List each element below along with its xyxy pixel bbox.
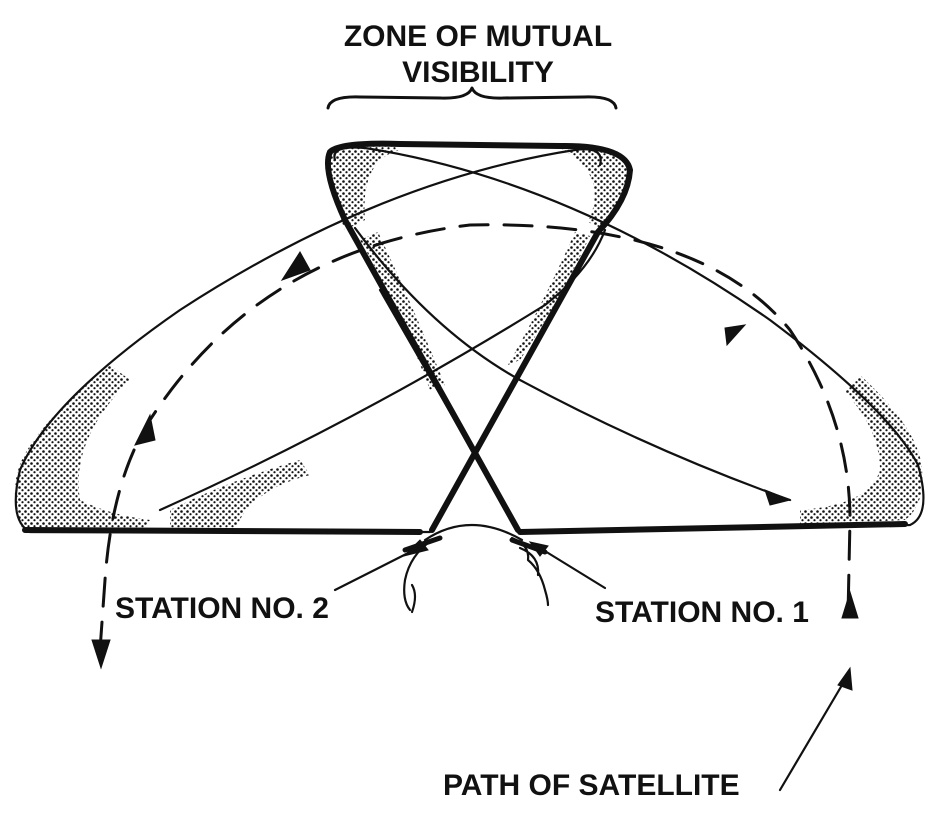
path-leader bbox=[778, 678, 847, 792]
arrow-path-right bbox=[724, 324, 747, 347]
right-visibility-lobe bbox=[333, 146, 925, 534]
left-lobe-bottom-heavy bbox=[22, 527, 423, 535]
arrow-right-lobe bbox=[764, 489, 792, 506]
left-lobe-lower-edge bbox=[158, 228, 607, 512]
station2-leader-arrowhead bbox=[402, 539, 429, 557]
earth-surface bbox=[423, 524, 524, 542]
arrow-path-exit bbox=[91, 639, 111, 670]
arrow-path-upper-left bbox=[280, 251, 311, 281]
right-lobe-bottom-heavy bbox=[517, 521, 908, 535]
zone-label-line1: ZONE OF MUTUAL bbox=[344, 20, 612, 53]
path-leader-arrowhead bbox=[837, 666, 853, 691]
left-visibility-lobe bbox=[14, 148, 602, 534]
station1-sightline bbox=[378, 288, 520, 532]
station1-label: STATION NO. 1 bbox=[595, 596, 809, 629]
path-of-satellite-label: PATH OF SATELLITE bbox=[443, 769, 740, 802]
zone-label-line2: VISIBILITY bbox=[402, 56, 554, 89]
station2-sightline bbox=[430, 298, 562, 532]
zone-brace bbox=[326, 86, 618, 110]
station1-leader-arrowhead bbox=[528, 541, 549, 557]
stipple-shading bbox=[14, 141, 923, 532]
arrow-path-left bbox=[134, 413, 156, 446]
arrow-path-entry bbox=[841, 590, 859, 619]
satellite-path-dashed bbox=[98, 223, 852, 652]
right-lobe-inner-edge bbox=[353, 226, 792, 502]
station2-label: STATION NO. 2 bbox=[115, 592, 329, 625]
mutual-visibility-triangle bbox=[324, 140, 633, 533]
station2-leader bbox=[333, 546, 420, 592]
station1-leader bbox=[538, 546, 607, 590]
